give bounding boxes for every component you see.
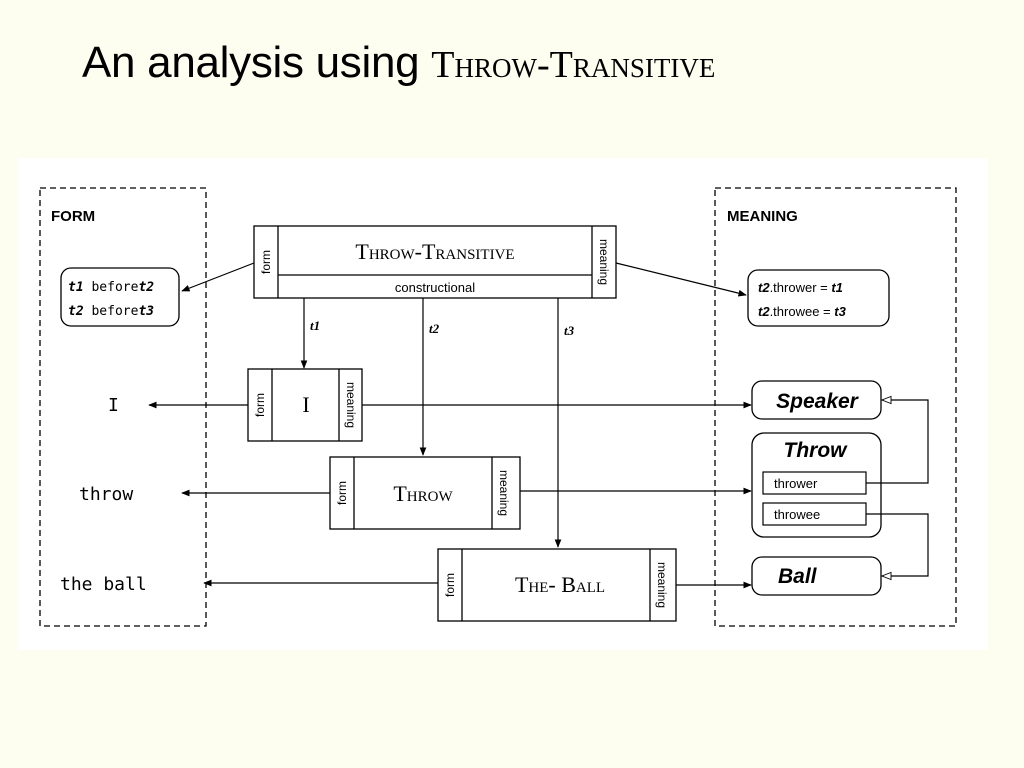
meaning-constraint-2: t2.throwee = t3 (758, 304, 847, 319)
main-construction-sublabel: constructional (395, 280, 475, 295)
form-word-i: I (108, 395, 119, 416)
constituent-the-ball-name: The- Ball (515, 572, 605, 597)
title-prefix: An analysis using (82, 38, 432, 87)
constituent-i-box: form meaning I (247, 368, 363, 442)
arrow-label-t2: t2 (429, 321, 440, 336)
form-constraints-box (60, 267, 180, 327)
diagram-canvas: FORM MEANING t1 beforet2 t2 beforet3 t2.… (39, 187, 957, 627)
form-word-the-ball: the ball (60, 574, 147, 595)
constituent-throw-box: form meaning Throw (329, 456, 521, 530)
form-word-throw: throw (79, 484, 133, 505)
arrow-label-t1: t1 (310, 318, 320, 333)
title-construction-name: Throw-Transitive (431, 44, 716, 86)
form-panel-label: FORM (51, 208, 95, 225)
frame-ball-label: Ball (778, 565, 818, 588)
analysis-diagram: FORM MEANING t1 beforet2 t2 beforet3 t2.… (18, 158, 988, 650)
meaning-panel (714, 187, 957, 627)
constituent-throw-meaning-tab: meaning (497, 470, 511, 516)
binding-thrower-to-speaker (866, 400, 929, 484)
arrow-label-t3: t3 (564, 323, 575, 338)
frame-throw-title: Throw (784, 439, 849, 462)
main-form-tab: form (259, 250, 273, 274)
form-constraint-2: t2 beforet3 (68, 304, 154, 319)
constituent-the-ball-meaning-tab: meaning (655, 562, 669, 608)
constituent-throw-name: Throw (393, 481, 453, 506)
arrow-main-to-form-constraints (181, 262, 255, 292)
meaning-constraint-1: t2.thrower = t1 (758, 280, 843, 295)
frame-speaker (751, 380, 882, 420)
binding-throwee-to-ball (866, 513, 929, 576)
form-constraint-1: t1 beforet2 (68, 280, 154, 295)
constituent-i-name: I (302, 392, 309, 417)
frame-throw-role-thrower-label: thrower (774, 476, 818, 491)
constituent-throw-form-tab: form (335, 481, 349, 505)
meaning-panel-label: MEANING (727, 208, 798, 225)
constituent-i-meaning-tab: meaning (344, 382, 358, 428)
arrow-main-to-meaning-constraints (615, 262, 747, 297)
form-panel (39, 187, 207, 627)
main-construction-box: form meaning Throw-Transitive constructi… (253, 225, 617, 299)
constituent-i-form-tab: form (253, 393, 267, 417)
main-construction-name: Throw-Transitive (355, 239, 514, 264)
constituent-the-ball-form-tab: form (443, 573, 457, 597)
meaning-constraints-box (747, 269, 890, 327)
constituent-the-ball-box: form meaning The- Ball (437, 548, 677, 622)
frame-ball (751, 556, 882, 596)
frame-speaker-label: Speaker (776, 390, 860, 413)
frame-throw-role-throwee-label: throwee (774, 507, 820, 522)
main-meaning-tab: meaning (597, 239, 611, 285)
slide-title: An analysis using Throw-Transitive (82, 38, 715, 88)
